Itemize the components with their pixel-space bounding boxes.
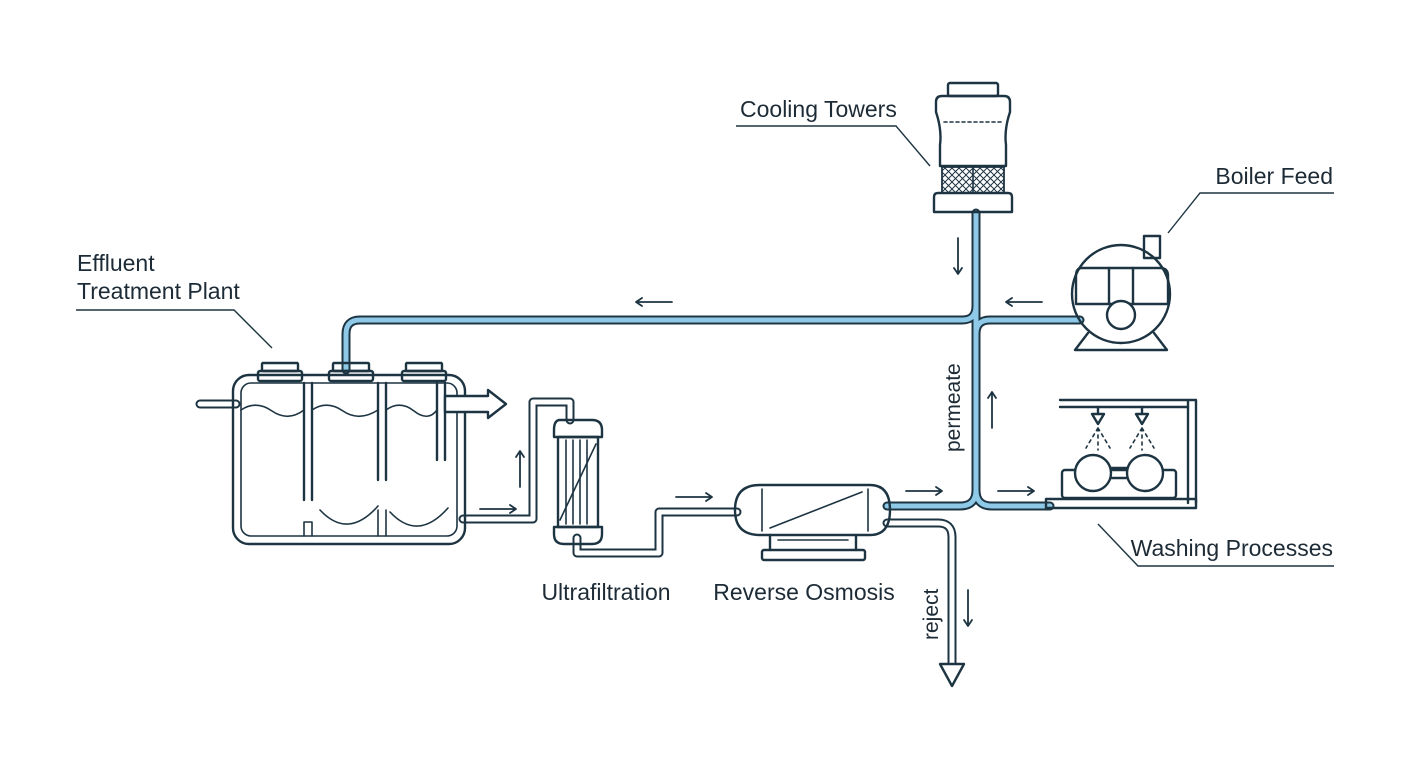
label-washing-processes: Washing Processes	[1131, 535, 1333, 561]
label-ultrafiltration: Ultrafiltration	[541, 579, 670, 605]
boiler-feed-unit	[1070, 234, 1172, 352]
washing-processes-unit	[1044, 398, 1198, 510]
label-permeate: permeate	[942, 363, 965, 452]
flow-arrow-to-etp	[635, 297, 673, 307]
flow-arrow-reject-down	[963, 589, 973, 627]
label-boiler-feed: Boiler Feed	[1215, 163, 1333, 189]
etp-to-uf-pipe	[458, 397, 575, 524]
flow-arrow-to-uf	[479, 504, 517, 514]
uf-to-ro-pipe	[572, 507, 742, 558]
piping	[195, 208, 1085, 688]
label-effluent-line2: Treatment Plant	[77, 278, 240, 304]
flow-arrow-to-washing	[997, 486, 1035, 496]
leader-lines	[76, 125, 1334, 567]
label-effluent-line1: Effluent	[77, 250, 155, 276]
effluent-treatment-plant	[231, 361, 508, 546]
reject-pipe	[882, 518, 966, 688]
flow-arrow-tower-down	[953, 237, 963, 275]
reject-outlet-arrow	[938, 662, 966, 688]
permeate-pipe	[341, 208, 1085, 511]
flow-arrow-from-boiler	[1005, 297, 1043, 307]
flow-arrow-ro-out	[905, 486, 943, 496]
flow-arrow-permeate-up	[987, 391, 997, 429]
label-cooling-towers: Cooling Towers	[740, 96, 897, 122]
label-reject: reject	[920, 588, 943, 640]
flow-arrow-to-ro	[675, 492, 713, 502]
cooling-tower	[932, 81, 1014, 214]
label-reverse-osmosis: Reverse Osmosis	[713, 579, 894, 605]
reverse-osmosis-unit	[733, 483, 892, 562]
flow-arrow-up-uf	[515, 450, 525, 488]
flow-arrows	[479, 237, 1043, 627]
ultrafiltration-unit	[552, 418, 604, 546]
